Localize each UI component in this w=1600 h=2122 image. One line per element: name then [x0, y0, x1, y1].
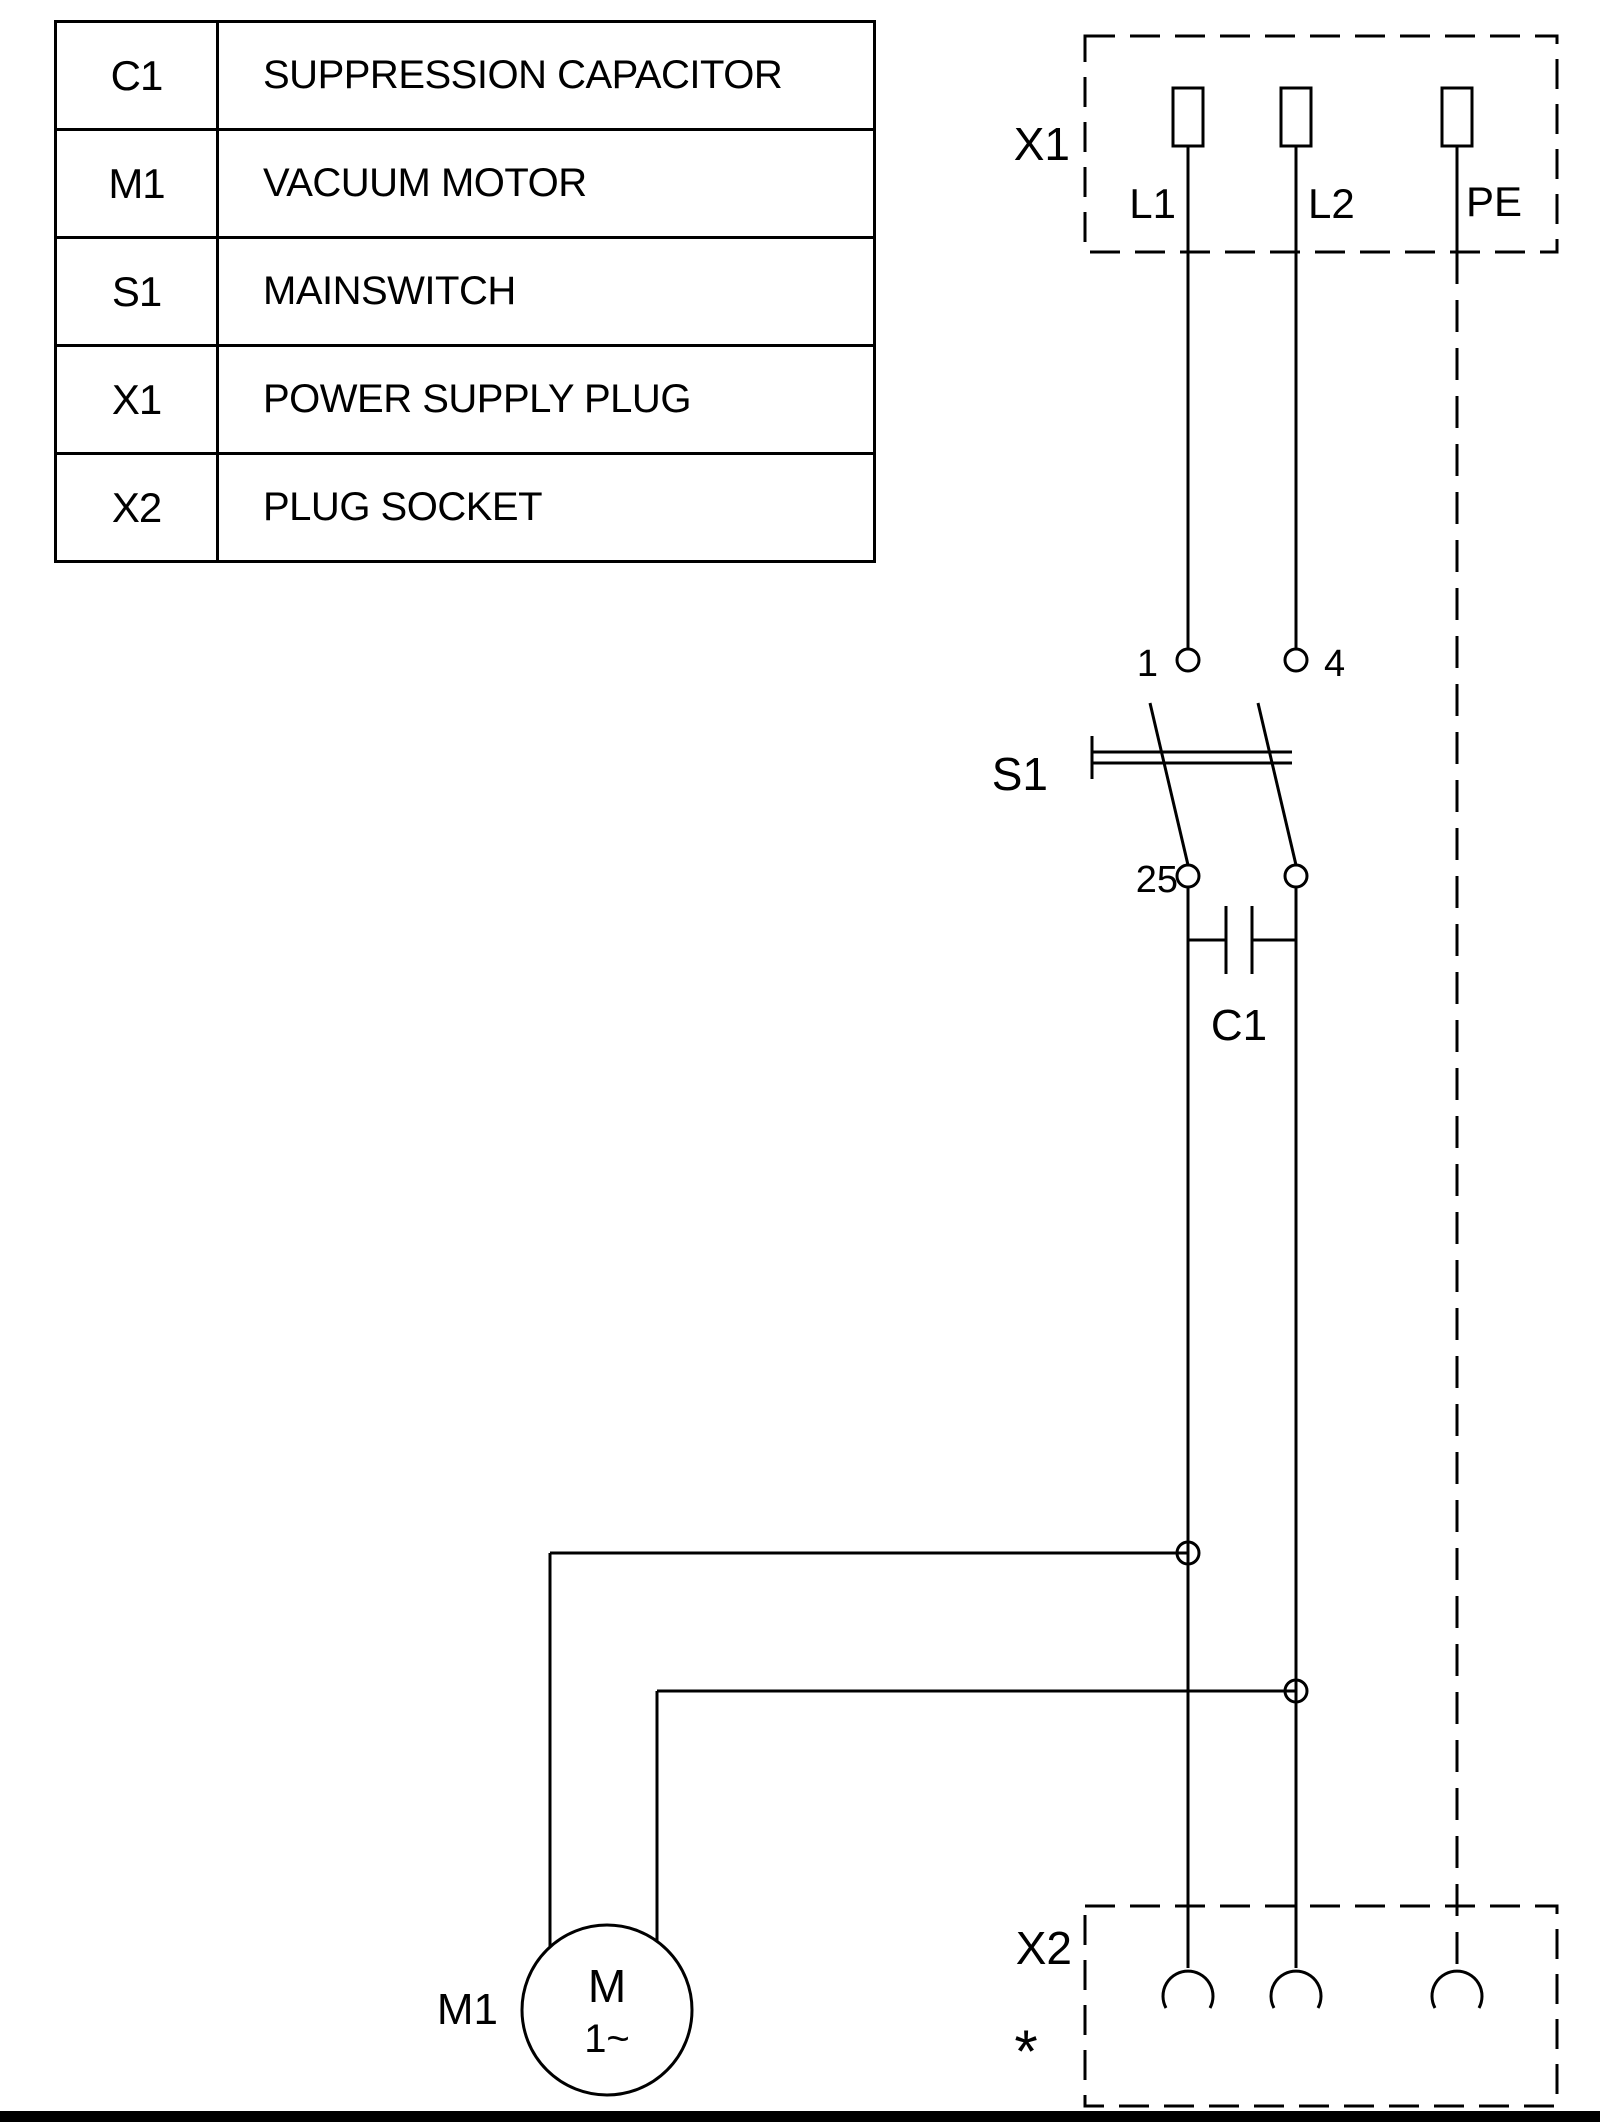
legend-row: X2 PLUG SOCKET [57, 455, 873, 560]
legend-desc-cell: VACUUM MOTOR [263, 161, 587, 205]
legend-desc-cell: PLUG SOCKET [263, 485, 543, 529]
legend-code-cell: S1 [57, 239, 219, 344]
junction-l2 [1283, 1678, 1309, 1704]
switch-pin-label-1: 1 [1137, 643, 1158, 685]
legend-desc-cell: MAINSWITCH [263, 269, 516, 313]
m1-label: M1 [437, 1985, 498, 2034]
terminal-label-pe: PE [1466, 178, 1522, 225]
socket-contact-l1 [1161, 1969, 1215, 2009]
legend-row: M1 VACUUM MOTOR [57, 131, 873, 239]
motor-circle [520, 1923, 694, 2097]
switch-pin-label-25: 25 [1136, 859, 1178, 901]
legend-code-cell: X2 [57, 455, 219, 560]
legend-row: C1 SUPPRESSION CAPACITOR [57, 23, 873, 131]
terminal-label-l2: L2 [1308, 180, 1355, 227]
x1-pin-l1 [1171, 86, 1205, 148]
legend-row: S1 MAINSWITCH [57, 239, 873, 347]
legend-code-cell: M1 [57, 131, 219, 236]
s1-label: S1 [992, 748, 1048, 800]
legend-table: C1 SUPPRESSION CAPACITOR M1 VACUUM MOTOR… [54, 20, 876, 563]
x1-plug-box [1083, 34, 1559, 254]
legend-code-cell: X1 [57, 347, 219, 452]
switch-contact-top-left [1175, 647, 1201, 673]
legend-desc-cell: SUPPRESSION CAPACITOR [263, 53, 783, 97]
switch-contact-bottom-left [1175, 863, 1201, 889]
legend-row: X1 POWER SUPPLY PLUG [57, 347, 873, 455]
motor-symbol-phase: 1~ [584, 2017, 630, 2061]
terminal-label-l1: L1 [1129, 180, 1176, 227]
junction-l1 [1175, 1540, 1201, 1566]
c1-label: C1 [1211, 1001, 1267, 1050]
switch-contact-top-right [1283, 647, 1309, 673]
x1-label: X1 [1014, 118, 1070, 170]
switch-pin-label-4: 4 [1324, 643, 1345, 685]
x2-socket-box [1083, 1904, 1559, 2108]
legend-desc-cell: POWER SUPPLY PLUG [263, 377, 691, 421]
switch-blade-left [1148, 702, 1190, 866]
x2-label: X2 [1016, 1922, 1072, 1974]
x2-note-asterisk: * [1014, 2018, 1037, 2085]
switch-blade-right [1256, 702, 1298, 866]
switch-contact-bottom-right [1283, 863, 1309, 889]
socket-contact-pe [1430, 1969, 1484, 2009]
page-bottom-bar [0, 2111, 1600, 2122]
x1-pin-l2 [1279, 86, 1313, 148]
motor-symbol-letter: M [588, 1960, 626, 2012]
socket-contact-l2 [1269, 1969, 1323, 2009]
legend-code-cell: C1 [57, 23, 219, 128]
x1-pin-pe [1440, 86, 1474, 148]
